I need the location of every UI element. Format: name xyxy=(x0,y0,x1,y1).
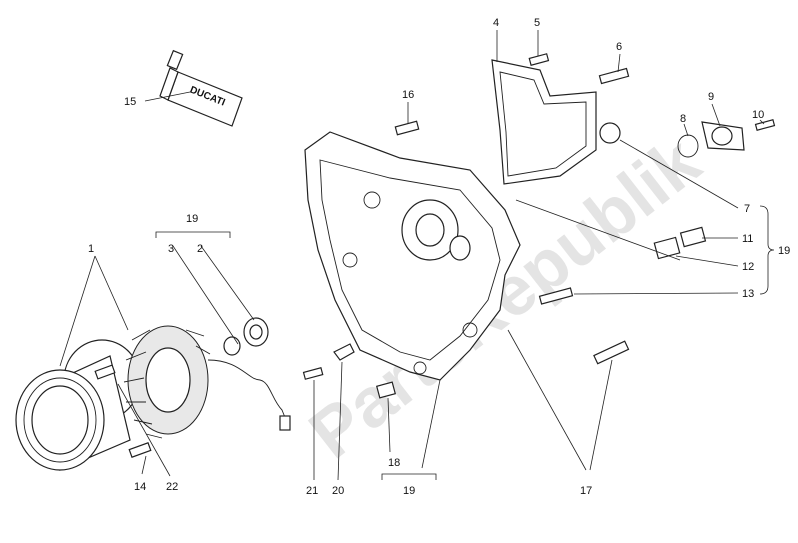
cover-gasket-plate xyxy=(491,59,597,185)
screw-10 xyxy=(754,119,776,131)
callout-4: 4 xyxy=(493,17,499,29)
bolt-16 xyxy=(394,120,420,136)
callout-10: 10 xyxy=(752,109,764,121)
callout-8: 8 xyxy=(680,113,686,125)
callout-11: 11 xyxy=(742,233,753,245)
callout-20: 20 xyxy=(332,485,344,497)
cap-cover-9 xyxy=(701,121,745,151)
group-bracket-top xyxy=(155,231,231,238)
crankcase-cover xyxy=(304,131,521,381)
callout-9: 9 xyxy=(708,91,714,103)
callout-6: 6 xyxy=(616,41,622,53)
callout-5: 5 xyxy=(534,17,540,29)
bolt-6 xyxy=(598,67,630,85)
bearing-seal xyxy=(223,317,269,356)
callout-19-right: 19 xyxy=(778,245,790,257)
callout-14: 14 xyxy=(134,481,146,493)
callout-19-top: 19 xyxy=(186,213,198,225)
dowel-18 xyxy=(375,381,397,399)
group-bracket-right xyxy=(759,205,775,295)
callout-1: 1 xyxy=(88,243,94,255)
callout-22: 22 xyxy=(166,481,178,493)
leader-lines xyxy=(59,30,765,481)
group-bracket-bottom xyxy=(381,473,437,480)
callout-12: 12 xyxy=(742,261,754,273)
bushing-7 xyxy=(599,122,621,144)
callout-15: 15 xyxy=(124,96,136,108)
callout-3: 3 xyxy=(168,243,174,255)
callout-21: 21 xyxy=(306,485,318,497)
callout-19-bottom: 19 xyxy=(403,485,415,497)
sealant-tube: DUCATI xyxy=(159,49,243,127)
stator-coil xyxy=(123,325,211,439)
bolt-17 xyxy=(593,340,630,365)
callout-18: 18 xyxy=(388,457,400,469)
bolt-13 xyxy=(538,287,574,305)
callout-labels: 1 2 3 4 5 6 7 8 9 10 11 12 13 14 15 16 1… xyxy=(88,17,790,497)
callout-7: 7 xyxy=(744,203,750,215)
callout-17: 17 xyxy=(580,485,592,497)
screw-21 xyxy=(302,367,324,380)
bushings-11-12 xyxy=(653,226,707,260)
small-bolts-left xyxy=(94,364,152,458)
callout-2: 2 xyxy=(197,243,203,255)
callout-13: 13 xyxy=(742,288,754,300)
flywheel-rotor xyxy=(15,339,141,471)
bracket-20 xyxy=(333,343,355,361)
callout-16: 16 xyxy=(402,89,414,101)
bolt-5 xyxy=(528,53,550,66)
